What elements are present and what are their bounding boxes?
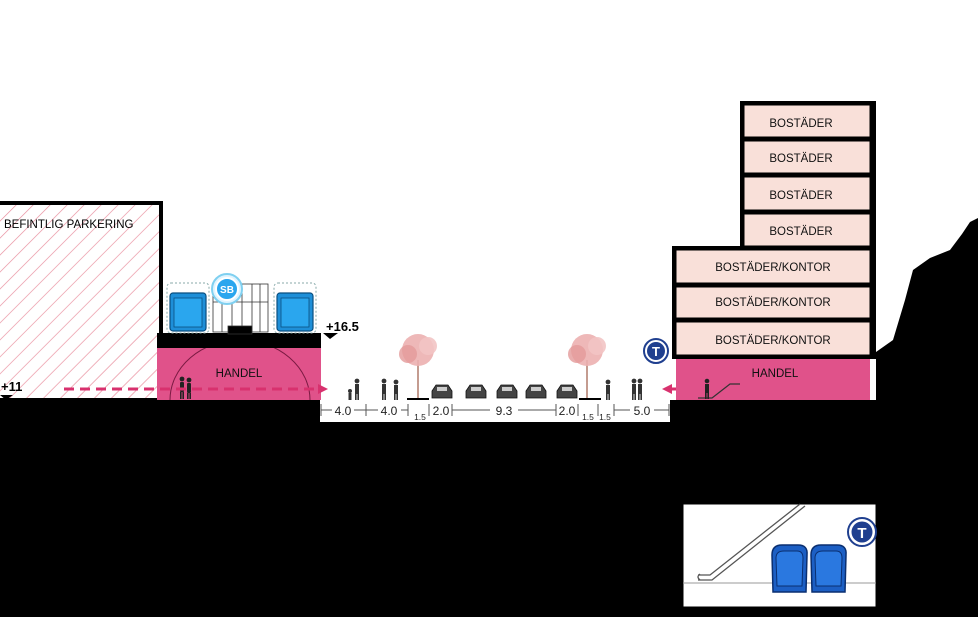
housing-floor: BOSTÄDER (743, 176, 871, 211)
car-icon (496, 384, 518, 399)
roof-slab (157, 337, 321, 348)
car-icon (465, 384, 487, 399)
level-left-label: +11 (1, 379, 22, 394)
escalator-icon (697, 503, 806, 581)
mixed-floor-label: BOSTÄDER/KONTOR (715, 297, 830, 309)
street-users (348, 378, 643, 400)
metro-station-badge-text: T (857, 525, 866, 542)
mixed-floor: BOSTÄDER/KONTOR (675, 249, 871, 284)
metro-station-badge: T (847, 517, 877, 547)
mixed-floor: BOSTÄDER/KONTOR (675, 286, 871, 319)
bus-station: SB (166, 273, 317, 335)
mixed-use-building-right: BOSTÄDER BOSTÄDER BOSTÄDER BOSTÄDER BOST… (672, 101, 876, 400)
housing-floor: BOSTÄDER (743, 213, 871, 247)
bus-station-badge-text: SB (220, 285, 234, 296)
dimension-label: 1.5 (582, 412, 594, 422)
pedestrian-icon (179, 376, 192, 399)
tree-icon (568, 334, 606, 400)
dimension-label: 1.5 (599, 412, 611, 422)
level-roof-label: +16.5 (326, 319, 359, 334)
bus-icon (166, 282, 210, 334)
metro-station: T (682, 503, 877, 608)
existing-parking-building: BEFINTLIG PARKERING (0, 201, 163, 402)
dimension-label: 1.5 (414, 412, 426, 422)
roof-terrace (157, 333, 321, 337)
pedestrian-icon (631, 378, 643, 400)
tree-icon (399, 334, 437, 400)
housing-floor-label: BOSTÄDER (769, 226, 832, 238)
mixed-floor: BOSTÄDER/KONTOR (675, 321, 871, 356)
dimension-label: 5.0 (634, 404, 651, 418)
existing-parking-label: BEFINTLIG PARKERING (4, 219, 134, 231)
metro-seat-icon (810, 544, 847, 593)
pedestrian-icon (381, 378, 399, 400)
pedestrian-flow-arrow-left (64, 384, 328, 394)
housing-floor-label: BOSTÄDER (769, 153, 832, 165)
bus-station-badge: SB (211, 273, 243, 305)
dimension-label: 2.0 (433, 404, 450, 418)
dimension-label: 4.0 (381, 404, 398, 418)
metro-seat-icon (771, 544, 808, 593)
mixed-floor-label: BOSTÄDER/KONTOR (715, 262, 830, 274)
housing-floor-label: BOSTÄDER (769, 190, 832, 202)
bus-icon (273, 282, 317, 334)
pedestrian-icon (704, 378, 710, 399)
housing-floor: BOSTÄDER (743, 104, 871, 138)
retail-building-left: HANDEL (157, 339, 321, 401)
cars (431, 384, 578, 399)
dimension-strip: 4.0 4.0 1.5 2.0 9.3 2.0 1.5 1.5 5.0 (320, 400, 670, 422)
pedestrian-icon (605, 379, 611, 400)
level-marker-roof: +16.5 (323, 319, 359, 339)
car-icon (525, 384, 547, 399)
dimension-label: 4.0 (335, 404, 352, 418)
dimension-label: 2.0 (559, 404, 576, 418)
pedestrian-icon (348, 378, 360, 400)
dimension-label: 9.3 (496, 404, 513, 418)
retail-right-label: HANDEL (752, 368, 799, 380)
metro-street-badge-text: T (652, 344, 660, 359)
housing-floor-label: BOSTÄDER (769, 118, 832, 130)
retail-left-label: HANDEL (216, 368, 263, 380)
metro-entrance-badge: T (643, 338, 669, 364)
housing-floor: BOSTÄDER (743, 140, 871, 174)
car-icon (556, 384, 578, 399)
level-marker-left: +11 (0, 379, 22, 400)
mixed-floor-label: BOSTÄDER/KONTOR (715, 335, 830, 347)
rock-terrain (876, 218, 978, 400)
car-icon (431, 384, 453, 399)
